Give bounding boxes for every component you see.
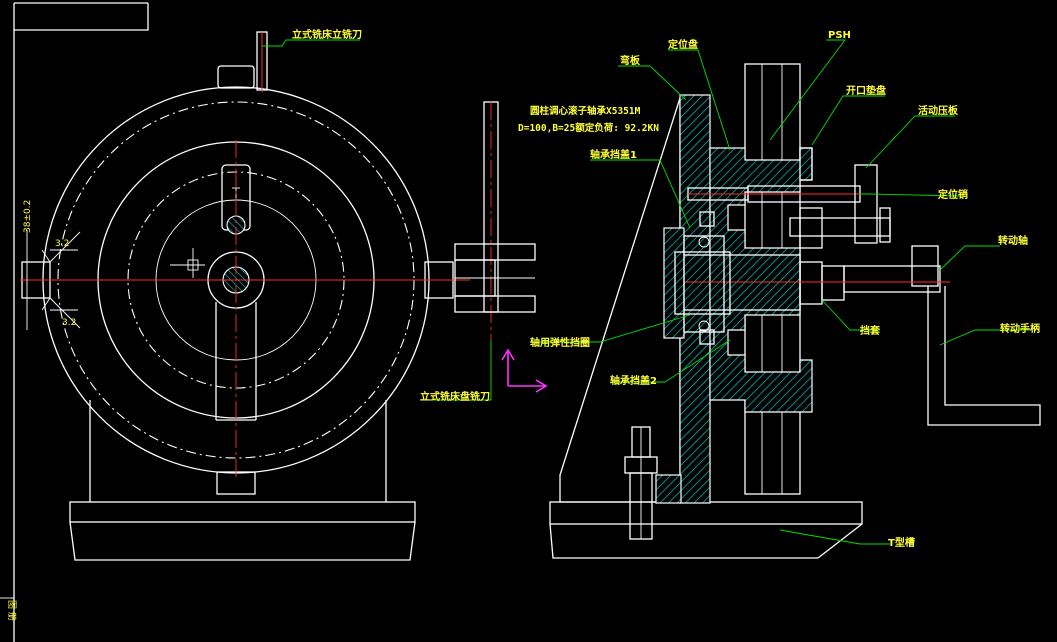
section-bottom-bolt	[624, 426, 658, 540]
label-t-slot: T型槽	[888, 536, 915, 549]
movable-clamp	[789, 164, 891, 249]
front-dimension-38: 38±0.2	[22, 200, 33, 330]
front-top-cutter	[217, 31, 268, 92]
roughness-top: 3.2	[41, 231, 81, 263]
retainer-bolts	[699, 211, 715, 345]
front-slot	[215, 302, 257, 421]
dim-height-tol: 38±0.2	[23, 200, 33, 233]
label-gland: 挡套	[860, 324, 881, 337]
section-base-plate	[549, 501, 863, 559]
label-psh: PSH	[828, 30, 851, 41]
labels: 立式铣床立铣刀 立式铣床盘铣刀 定位盘 PSH 弯板 开口垫盘 活动压板 圆柱调…	[6, 28, 1040, 621]
drawing-border	[0, 2, 149, 642]
leader-lines	[262, 39, 1030, 545]
section-view	[549, 63, 1041, 559]
front-cross-marker	[170, 248, 205, 278]
front-pedestal	[89, 400, 387, 502]
label-bearing-load: D=100,B=25额定负荷: 92.2KN	[518, 122, 659, 134]
label-rotating-handle: 转动手柄	[1000, 322, 1040, 335]
label-vertical-mill-disc-tool: 立式铣床盘铣刀	[420, 390, 490, 403]
slotted-washer	[799, 147, 813, 181]
label-rotating-shaft: 转动轴	[998, 234, 1028, 247]
roughness-bottom-text: 3.2	[62, 318, 76, 328]
front-base-plate	[69, 501, 416, 561]
label-bearing-retainer-1: 轴承挡盖1	[590, 148, 637, 161]
roughness-bottom: 3.2	[41, 297, 81, 329]
bearing	[663, 227, 731, 339]
title-block-edge-text: 图 册	[6, 600, 17, 621]
label-bearing-spec: 圆柱调心滚子轴承X5351M	[530, 105, 641, 117]
bend-plate	[679, 94, 711, 504]
disc-cutter-view	[454, 101, 536, 400]
label-movable-clamp: 活动压板	[918, 104, 959, 117]
label-vertical-mill-tool: 立式铣床立铣刀	[292, 28, 362, 41]
rotating-handle	[927, 286, 1041, 426]
label-slotted-washer: 开口垫盘	[846, 84, 886, 97]
roughness-top-text: 3.2	[55, 239, 69, 249]
label-bend-plate: 弯板	[620, 54, 641, 67]
front-view: 38±0.2 3.2 3.2	[20, 31, 470, 561]
label-locating-pin: 定位销	[938, 188, 968, 201]
label-locating-disc: 定位盘	[668, 38, 698, 51]
lower-bolt-boss	[655, 474, 682, 504]
label-shaft-elastic-ring: 轴用弹性挡圈	[530, 336, 590, 349]
ucs-arrow	[501, 348, 548, 393]
label-bearing-retainer-2: 轴承挡盖2	[610, 374, 657, 387]
